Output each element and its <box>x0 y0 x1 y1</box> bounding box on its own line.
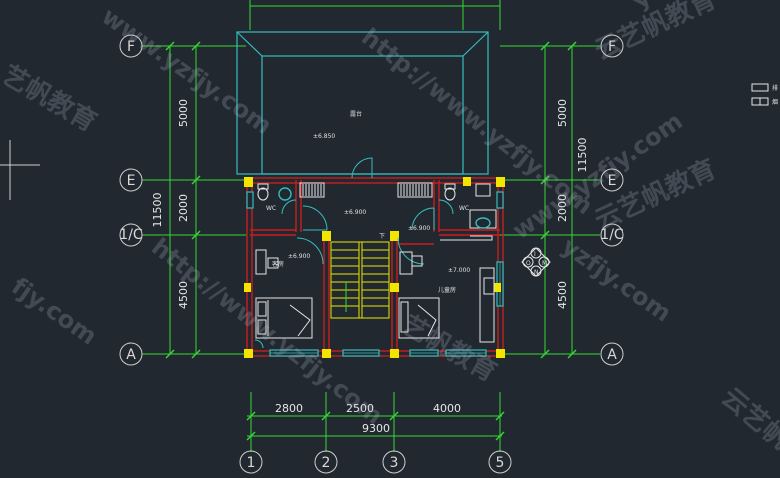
bathtub-icon <box>469 209 497 229</box>
basin-left-icon <box>278 187 292 201</box>
toilet-left-icon <box>257 183 269 201</box>
stair <box>330 241 390 319</box>
watermark-cn-2: 云艺帆教育 <box>590 0 721 66</box>
compass-o: O <box>526 260 531 267</box>
axis-label-e-right: E <box>608 173 617 189</box>
axis-label-5: 5 <box>496 455 505 471</box>
legend <box>751 83 769 106</box>
columns <box>244 177 505 358</box>
dimension-lines <box>142 0 600 452</box>
elevation-wc-right: ±6.900 <box>408 225 430 232</box>
dim-right-5000: 5000 <box>556 99 569 127</box>
watermark-cn-1: 艺帆教育 <box>0 59 102 138</box>
closet-right <box>397 182 433 198</box>
compass-i: N <box>534 269 539 276</box>
dimension-ticks <box>165 41 577 441</box>
dim-left-4500: 4500 <box>177 281 190 309</box>
axis-label-f-left: F <box>127 39 135 55</box>
dim-bottom-2500: 2500 <box>346 402 374 415</box>
dim-right-total: 11500 <box>576 138 589 173</box>
bed-child-icon <box>398 297 440 339</box>
axis-label-3: 3 <box>390 455 399 471</box>
axis-label-a-left: A <box>126 347 136 363</box>
legend-item-1: 排 <box>772 84 778 92</box>
axis-label-c-left: 1/C <box>119 227 143 243</box>
room-label-wc-right: WC <box>459 205 469 212</box>
desk-child <box>399 251 495 343</box>
legend-item-2: 烟 <box>772 98 778 106</box>
room-label-terrace: 露台 <box>350 110 362 118</box>
watermark-url-6: yzfjy.com <box>557 232 677 328</box>
axis-label-2: 2 <box>322 455 331 471</box>
dim-left-total: 11500 <box>151 193 164 228</box>
elevation-terrace: ±6.850 <box>313 133 335 140</box>
shower-icon <box>475 183 491 197</box>
elevation-hall: ±6.900 <box>344 209 366 216</box>
section-mark-icon <box>521 247 551 277</box>
dim-bottom-2800: 2800 <box>275 402 303 415</box>
crosshair-cursor-icon <box>0 140 40 200</box>
terrace-roof <box>236 31 489 175</box>
dim-left-2000: 2000 <box>177 194 190 222</box>
dim-right-2000: 2000 <box>556 194 569 222</box>
axis-label-e-left: E <box>127 173 136 189</box>
closet-left <box>299 182 325 198</box>
dim-right-4500: 4500 <box>556 281 569 309</box>
stair-down-label: 下 <box>379 233 385 240</box>
bed-guest-icon <box>255 297 313 339</box>
room-label-wc-left: WC <box>266 205 276 212</box>
dim-left-5000: 5000 <box>177 99 190 127</box>
room-label-child: 儿童房 <box>438 286 456 294</box>
dim-bottom-4000: 4000 <box>433 402 461 415</box>
axis-label-c-right: 1/C <box>600 227 624 243</box>
toilet-right-icon <box>444 183 456 201</box>
room-label-guest: 客房 <box>272 260 284 268</box>
counter-right <box>440 235 493 241</box>
window-lines <box>270 262 501 354</box>
elevation-child: ±7.000 <box>448 267 470 274</box>
axis-label-a-right: A <box>607 347 617 363</box>
axis-label-f-right: F <box>608 39 616 55</box>
watermark-cn-5: 云艺帆教育 <box>716 382 780 478</box>
watermark-url-5: fjy.com <box>7 272 102 351</box>
dim-bottom-total: 9300 <box>362 422 390 435</box>
watermark-cn-4: 艺帆教育 <box>397 309 503 388</box>
elevation-guest: ±6.900 <box>288 253 310 260</box>
desk-guest <box>255 249 279 275</box>
doors <box>254 157 454 349</box>
compass-m: M <box>542 260 547 267</box>
axis-label-1: 1 <box>247 455 256 471</box>
watermark-url-3: http://www.yzfjy.com <box>146 233 388 431</box>
axis-bubbles <box>119 34 624 474</box>
compass-n: I <box>534 251 536 258</box>
